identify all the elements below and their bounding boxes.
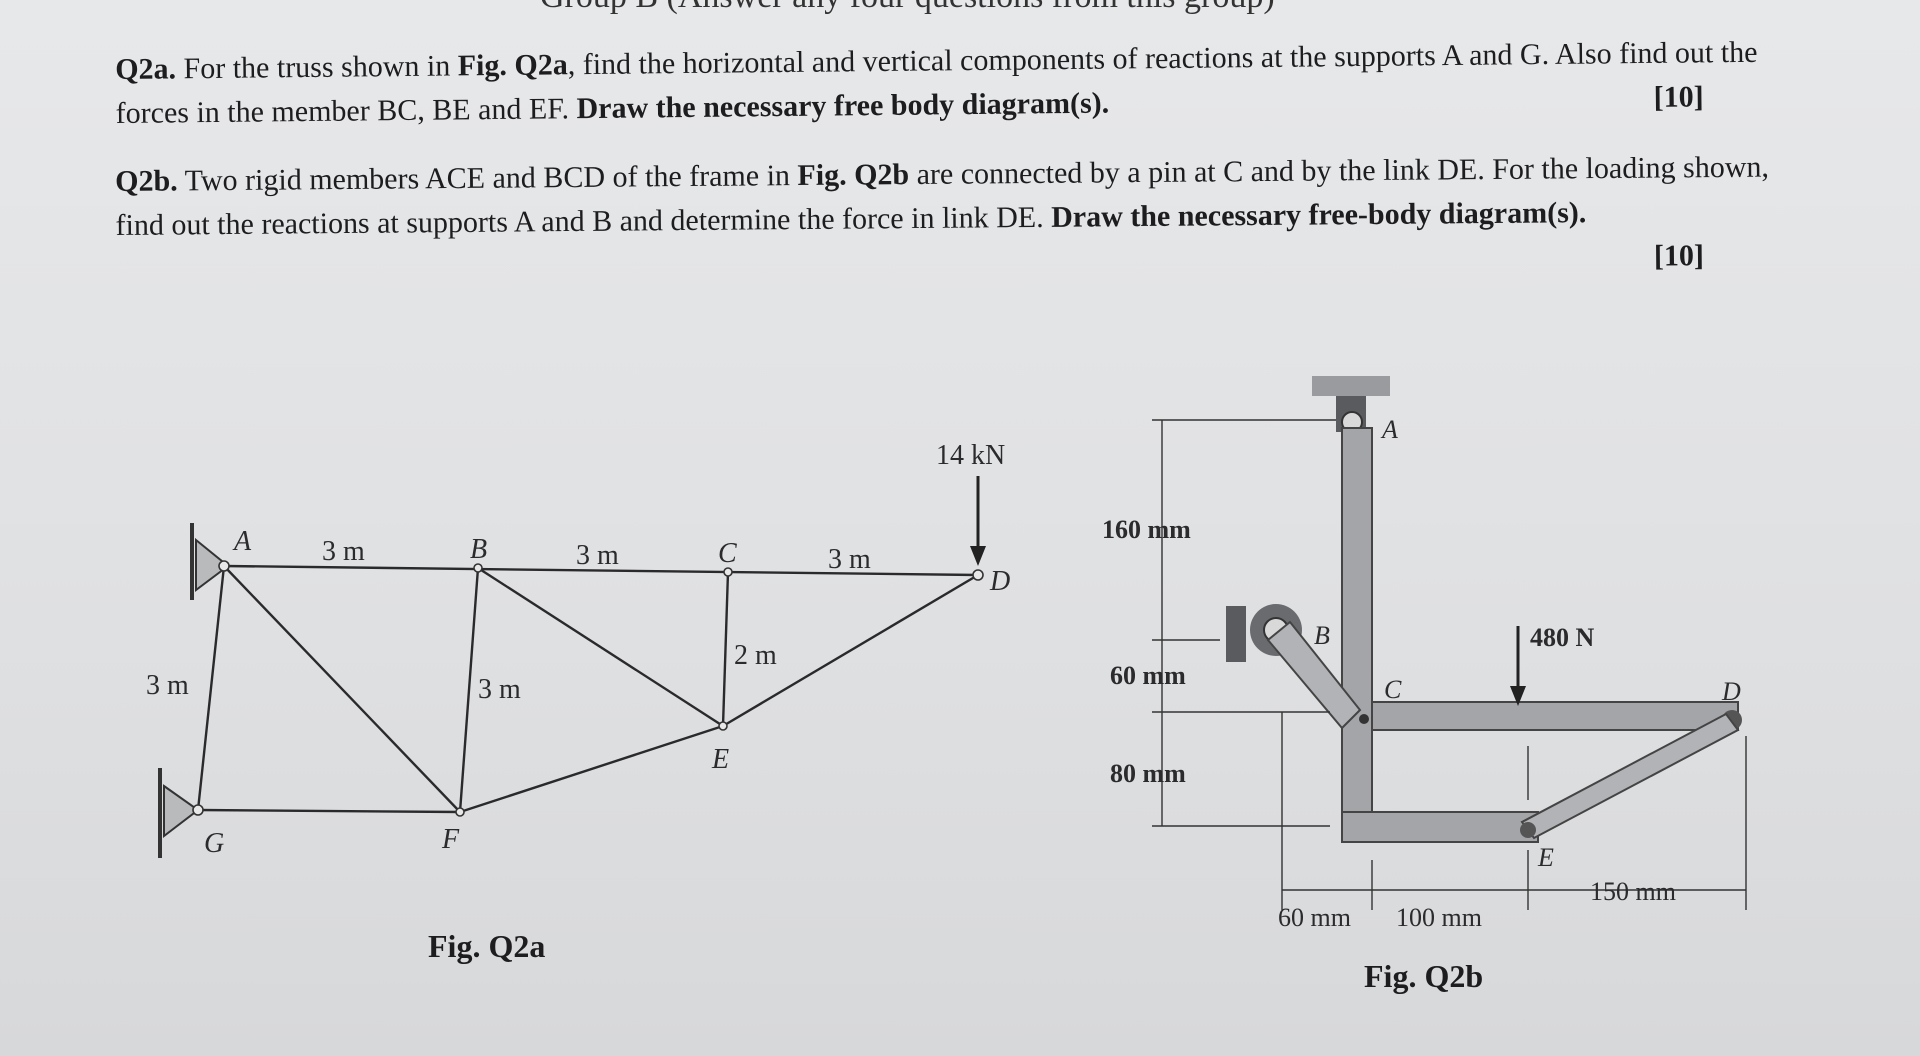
link-de	[1520, 712, 1740, 840]
node-c: C	[718, 538, 737, 569]
member-abcd	[223, 564, 979, 577]
dim-80: 80 mm	[1110, 759, 1186, 788]
node-a: A	[232, 526, 252, 557]
support-a-ceiling	[1312, 376, 1390, 433]
node-e: E	[711, 744, 729, 775]
dimension-lines	[1152, 419, 1747, 910]
member-ace	[1341, 427, 1539, 843]
dim-cd: 3 m	[828, 544, 871, 575]
caption-q2b: Fig. Q2b	[1364, 958, 1484, 994]
dim-150: 150 mm	[1590, 877, 1676, 906]
section-header: Group B (Answer any four questions from …	[540, 0, 1275, 16]
label-b: B	[1314, 621, 1330, 650]
node-d: D	[989, 566, 1010, 597]
label-d: D	[1721, 677, 1741, 706]
caption-q2a: Fig. Q2a	[428, 928, 546, 964]
load-arrow-14kn	[970, 476, 986, 566]
dim-60h: 60 mm	[1278, 903, 1351, 932]
truss-joints	[192, 560, 984, 817]
support-a	[190, 523, 230, 600]
load-480n: 480 N	[1530, 623, 1595, 652]
dim-100: 100 mm	[1396, 903, 1482, 932]
member-bf	[458, 567, 480, 813]
node-g: G	[204, 828, 224, 859]
node-f: F	[441, 824, 460, 855]
truss-members	[196, 564, 979, 814]
member-ce	[721, 571, 730, 727]
member-be	[477, 566, 724, 728]
load-arrow-480n	[1510, 626, 1526, 706]
dim-160: 160 mm	[1102, 515, 1191, 544]
dim-bc: 3 m	[576, 540, 619, 571]
member-fe	[459, 724, 724, 814]
dim-bf: 3 m	[478, 674, 521, 705]
load-label: 14 kN	[936, 440, 1005, 471]
dim-ab: 3 m	[322, 536, 365, 567]
member-ag	[196, 565, 226, 811]
label-c: C	[1384, 675, 1402, 704]
member-ed	[722, 573, 979, 728]
dim-ce: 2 m	[734, 640, 777, 671]
support-g	[158, 768, 200, 858]
node-b: B	[470, 534, 487, 565]
member-bcd	[1266, 620, 1742, 731]
pin-c	[1359, 714, 1369, 724]
label-e: E	[1537, 843, 1554, 872]
member-af	[223, 565, 461, 813]
dim-ag: 3 m	[146, 670, 189, 701]
member-gf	[197, 808, 461, 814]
label-a: A	[1380, 415, 1398, 444]
dim-60v: 60 mm	[1110, 661, 1186, 690]
